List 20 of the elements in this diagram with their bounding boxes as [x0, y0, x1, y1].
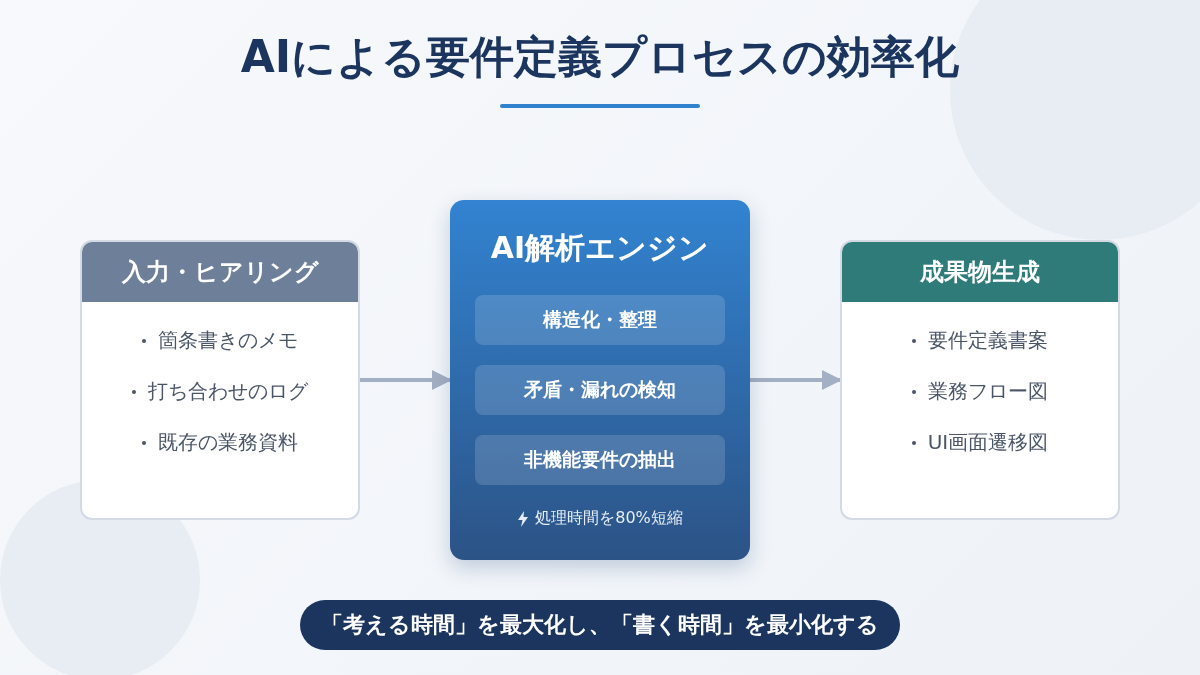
card: [80, 240, 360, 520]
card: [840, 240, 1120, 520]
message-banner: 「考える時間」を最大化し、「書く時間」を最小化する: [300, 600, 900, 650]
list-item: UI画面遷移図: [927, 429, 1049, 456]
step-box: 非機能要件の抽出: [475, 435, 725, 485]
title: AIによる要件定義プロセスの効率化: [240, 31, 960, 82]
engine-panel: [450, 200, 750, 560]
heading: 入力・ヒアリング: [121, 257, 319, 288]
step-box: 矛盾・漏れの検知: [475, 365, 725, 415]
arrow: [750, 370, 842, 390]
note: 処理時間を80%短縮: [535, 508, 683, 529]
list-item: 箇条書きのメモ: [158, 327, 298, 354]
list-item: 既存の業務資料: [158, 429, 298, 456]
list-item: 打ち合わせのログ: [148, 378, 308, 405]
list-item: 要件定義書案: [928, 327, 1048, 354]
arrow: [360, 370, 452, 390]
step-box: 構造化・整理: [475, 295, 725, 345]
heading: AI解析エンジン: [490, 230, 710, 265]
list-item: 業務フロー図: [928, 378, 1048, 405]
heading: 成果物生成: [920, 257, 1040, 288]
